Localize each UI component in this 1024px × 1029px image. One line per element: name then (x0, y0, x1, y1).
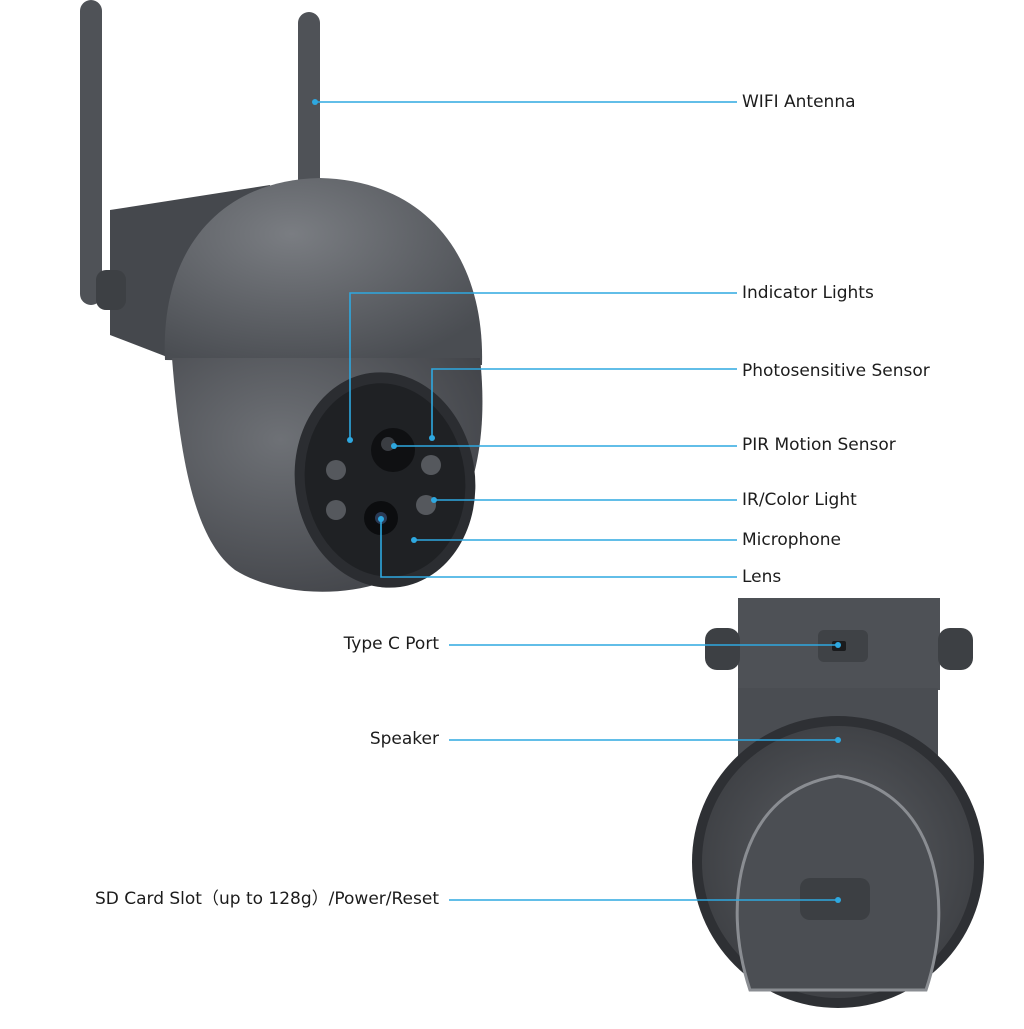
label-lens: Lens (742, 567, 782, 587)
leader-photosensitive-sensor (431, 368, 737, 438)
front-camera-illustration (80, 0, 483, 592)
label-ir-color-light: IR/Color Light (742, 490, 857, 510)
leader-lines (312, 99, 841, 903)
ir-led (326, 460, 346, 480)
label-speaker: Speaker (369, 729, 439, 749)
ir-led (421, 455, 441, 475)
camera-dome (164, 178, 483, 365)
label-microphone: Microphone (742, 530, 841, 550)
label-type-c-port: Type C Port (343, 634, 439, 654)
rear-camera-illustration (692, 598, 984, 1008)
pir-sensor (371, 428, 415, 472)
ir-led (326, 500, 346, 520)
label-photosensitive-sensor: Photosensitive Sensor (742, 361, 930, 381)
leader-lens (380, 519, 737, 578)
label-wifi-antenna: WIFI Antenna (742, 92, 856, 112)
leader-indicator-lights (349, 292, 737, 440)
sd-card-cover (800, 878, 870, 920)
label-pir-motion-sensor: PIR Motion Sensor (742, 435, 896, 455)
label-sd-card-slot: SD Card Slot（up to 128g）/Power/Reset (94, 889, 439, 909)
label-indicator-lights: Indicator Lights (742, 283, 874, 303)
left-antenna (80, 0, 102, 305)
right-antenna (298, 12, 320, 192)
